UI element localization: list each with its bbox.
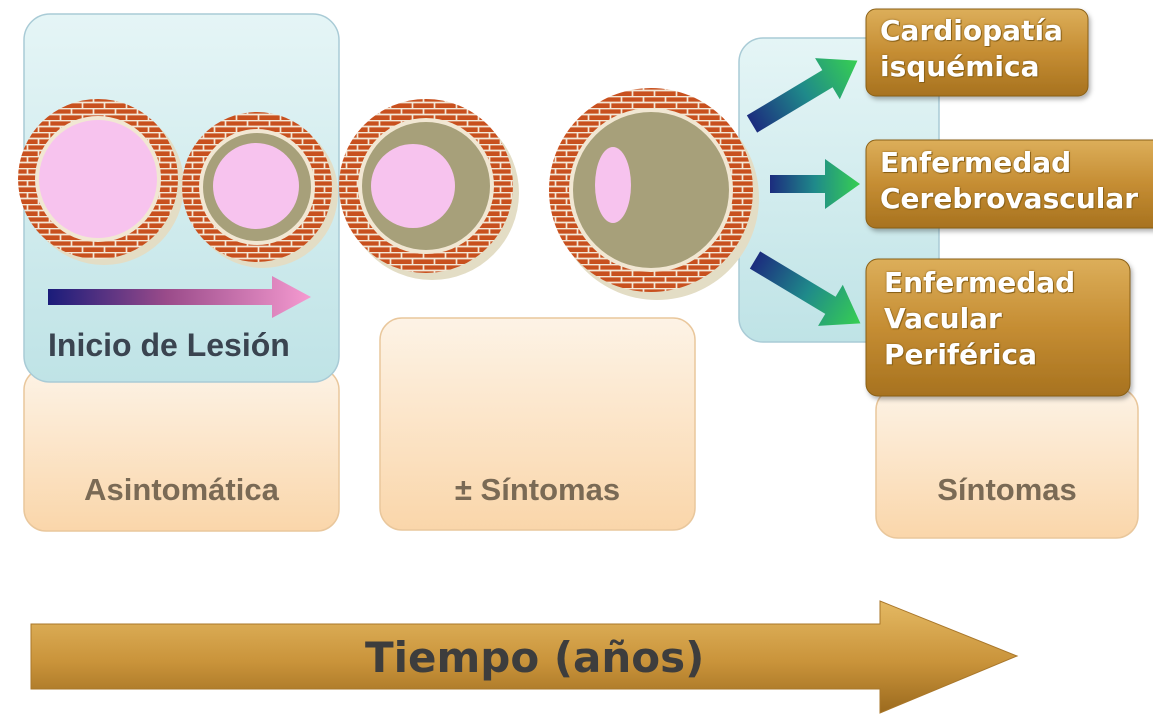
artery-cross-section-icon	[182, 112, 338, 268]
outcome-box-cerebrovascular-disease	[865, 139, 1153, 229]
outcome-box-ischemic-heart-disease	[865, 8, 1089, 97]
progression-arrow-icon	[746, 58, 858, 133]
artery-cross-section-icon	[339, 99, 519, 280]
artery-cross-section-icon	[549, 88, 759, 300]
stage-label-asymptomatic: Asintomática	[84, 472, 279, 507]
outcome-box-peripheral-vascular-disease	[865, 258, 1131, 397]
stage-box-symptoms	[875, 387, 1139, 539]
outcome-label-ischemic-heart-disease: Cardiopatía isquémica	[880, 14, 1063, 83]
stage-label-symptoms: Síntomas	[937, 472, 1077, 507]
timeline-label: Tiempo (años)	[365, 633, 705, 682]
lesion-onset-label: Inicio de Lesión	[48, 327, 290, 363]
progression-arrow-icon	[770, 159, 860, 209]
artery-cross-section-icon	[18, 99, 184, 265]
stage-label-possible-symptoms: ± Síntomas	[454, 472, 621, 507]
stage-box-possible-symptoms	[379, 317, 696, 531]
outcome-label-cerebrovascular-disease: Enfermedad Cerebrovascular	[880, 146, 1139, 215]
progression-arrow-icon	[749, 251, 861, 326]
gradient-arrow-icon	[48, 276, 311, 318]
outcome-label-peripheral-vascular-disease: Enfermedad Vacular Periférica	[884, 266, 1076, 371]
timeline-arrow	[30, 600, 1019, 714]
